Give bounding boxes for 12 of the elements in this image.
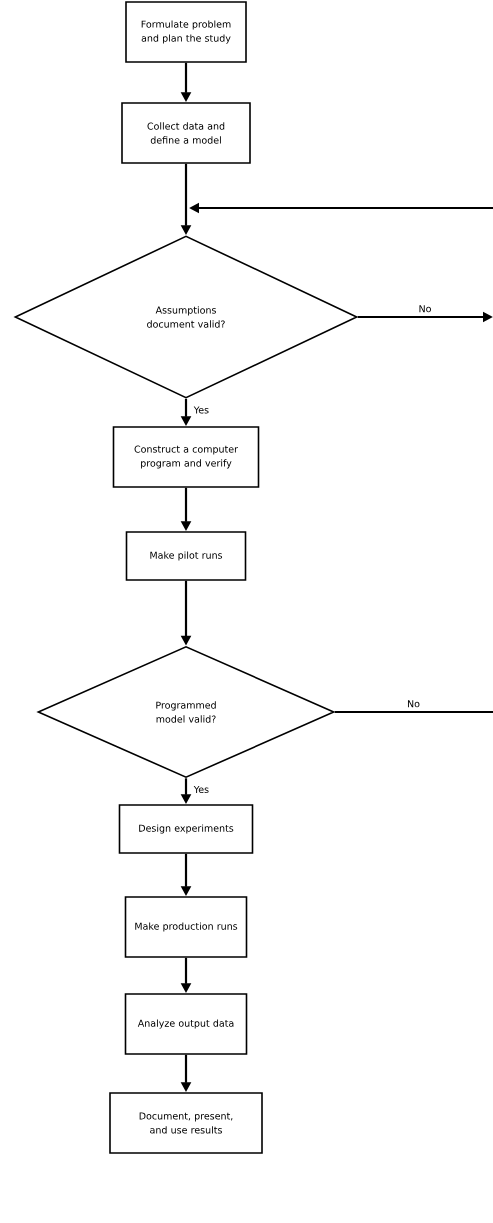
process-box: Analyze output data [124, 993, 248, 1055]
edge-label: No [405, 698, 422, 709]
process-box: Collect data and define a model [121, 102, 251, 164]
process-box: Document, present, and use results [109, 1092, 263, 1154]
edge-label: Yes [192, 405, 211, 416]
process-box: Formulate problem and plan the study [125, 1, 247, 63]
process-box: Construct a computer program and verify [112, 426, 260, 488]
edge-label: No [417, 303, 433, 314]
process-box: Design experiments [118, 804, 254, 854]
process-box: Make production runs [124, 896, 248, 958]
process-box: Make pilot runs [125, 531, 247, 581]
edge-label: Yes [192, 784, 211, 795]
